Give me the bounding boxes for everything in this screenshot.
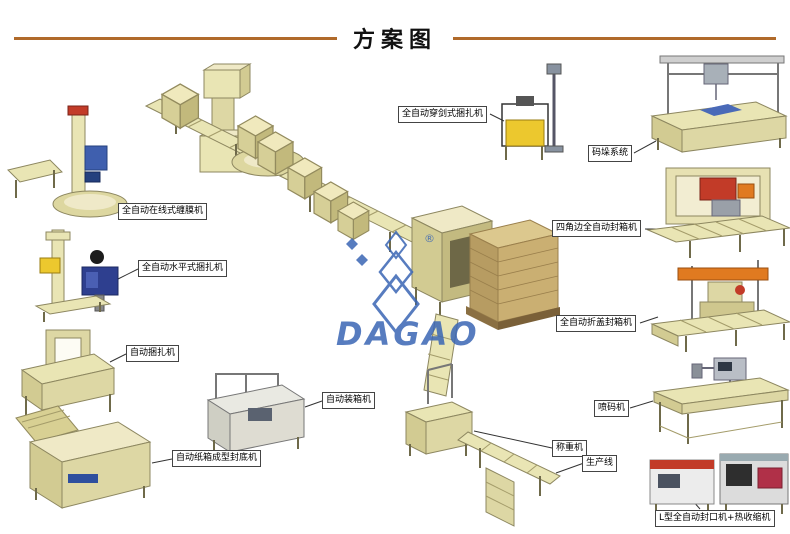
machine-weigher [404,363,474,456]
header-rule-left [14,36,337,40]
machine-palletizer-gantry [650,55,788,153]
machine-case-packer [206,373,306,453]
label-case-packer: 自动装箱机 [322,392,376,410]
label-production-line: 生产线 [582,455,618,473]
trademark-symbol: ® [424,232,435,245]
label-auto-strapper: 自动捆扎机 [126,345,180,363]
label-inline-wrapper: 全自动在线式缠膜机 [118,203,208,221]
page-header: 方案图 [14,22,777,54]
label-palletizing-system: 码垛系统 [588,145,633,163]
machine-pole-unit [544,63,564,153]
watermark-logo: ® DAGAO [336,230,480,353]
watermark-text: DAGAO [336,315,480,353]
label-flap-fold-sealer: 全自动折盖封箱机 [556,315,637,333]
label-carton-former: 自动纸箱成型封底机 [172,450,262,468]
machine-l-sealer-shrink [649,453,789,514]
machine-sword-strapper [501,96,549,160]
page-title: 方案图 [353,28,438,53]
pallet-stack [466,219,560,330]
machine-inkjet-printer [652,357,790,444]
machine-auto-strapper [20,329,116,416]
machine-four-corner-sealer [646,167,790,258]
conveyor-production-line [457,431,561,527]
label-four-corner-sealer: 四角边全自动封箱机 [552,220,642,238]
machine-carton-former [15,405,152,509]
label-sword-strapper: 全自动穿剑式捆扎机 [398,106,488,124]
conveyor-down [423,313,459,397]
header-rule-right [453,36,777,40]
label-inkjet-printer: 喷码机 [594,400,630,418]
machine-flap-fold-sealer [650,260,790,352]
machine-horizontal-strapper [34,229,119,322]
label-weighing-machine: 称重机 [552,440,588,458]
label-horizontal-strapper: 全自动水平式捆扎机 [138,260,228,278]
label-l-sealer-shrink: L型全自动封口机+热收缩机 [655,510,775,528]
machine-inline-wrapper [7,105,128,218]
